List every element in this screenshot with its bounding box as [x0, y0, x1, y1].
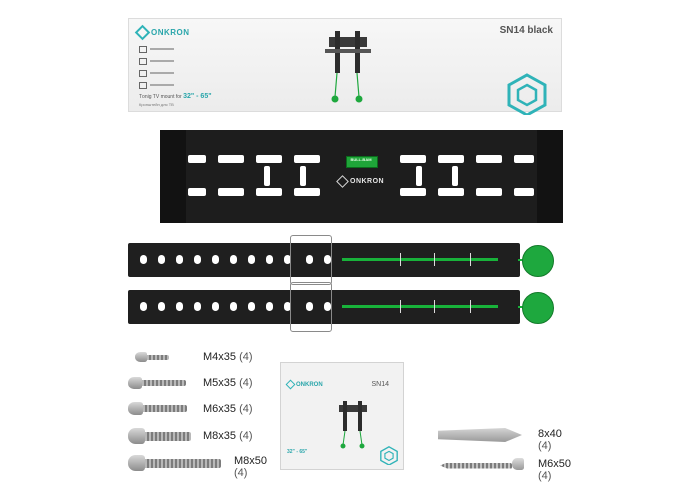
screw-label: M4x35 (4) — [203, 351, 253, 363]
arm-green-line — [342, 258, 498, 261]
screw-label: M6x35 (4) — [203, 403, 253, 415]
plate-slot-vertical — [264, 166, 270, 186]
lag-bolt-label: M6x50(4) — [538, 458, 572, 482]
brand-diamond-icon — [285, 379, 296, 390]
brand-diamond-icon — [134, 24, 151, 41]
release-pull-tab — [522, 292, 554, 324]
plate-slot — [400, 155, 426, 163]
plate-slot — [514, 155, 534, 163]
arm-safety-wire — [290, 282, 332, 332]
screw-m8x35 — [128, 428, 191, 444]
plate-slot — [218, 188, 244, 196]
product-box: ONKRON SN14 black Тonig TV mount for 32"… — [128, 18, 562, 115]
bubble-level — [346, 156, 378, 168]
plate-brand-logo: ONKRON — [336, 175, 385, 188]
screw-m8x50 — [128, 455, 221, 471]
tv-arm-lower — [128, 282, 534, 332]
plate-slot-vertical — [300, 166, 306, 186]
plate-slot — [188, 188, 206, 196]
box-brand-name: ONKRON — [151, 28, 190, 37]
box-subtitle: Кронштейн для ТВ — [139, 102, 174, 107]
brand-cube-icon — [380, 446, 398, 465]
box-model-name: SN14 black — [499, 25, 553, 36]
brand-diamond-icon — [336, 175, 349, 188]
screw-m4x35 — [135, 352, 169, 362]
lag-bolt-m6x50 — [440, 458, 526, 470]
manual-mount-illustration — [339, 401, 367, 449]
arm-green-line — [342, 305, 498, 308]
plate-slot — [476, 155, 502, 163]
screen-size-icon — [139, 45, 147, 53]
arm-safety-wire — [290, 235, 332, 285]
screw-label: M8x50(4) — [234, 455, 268, 479]
bubble-level-label: BULL-BAM — [350, 157, 372, 162]
plate-slot — [400, 188, 426, 196]
screw-label: M5x35 (4) — [203, 377, 253, 389]
screw-m5x35 — [128, 377, 186, 389]
plate-slot — [294, 188, 320, 196]
box-mount-illustration — [325, 31, 371, 103]
tilt-icon — [139, 69, 147, 77]
manual-brand-name: ONKRON — [296, 381, 323, 388]
box-spec-list — [139, 43, 199, 91]
plate-slot — [476, 188, 502, 196]
manual-brand-logo: ONKRON — [285, 379, 323, 390]
manual-size-text: 32" - 65" — [287, 449, 308, 455]
wall-anchor-8x40 — [438, 428, 522, 442]
plate-slot — [514, 188, 534, 196]
plate-slot-vertical — [416, 166, 422, 186]
plate-slot — [438, 188, 464, 196]
plate-slot — [438, 155, 464, 163]
plate-slot-vertical — [452, 166, 458, 186]
tv-arm-upper — [128, 235, 534, 285]
plate-slot — [256, 155, 282, 163]
vesa-icon — [139, 81, 147, 89]
box-brand-logo: ONKRON — [134, 24, 190, 41]
weight-icon — [139, 57, 147, 65]
wall-plate: BULL-BAM ONKRON — [160, 130, 563, 223]
plate-slot — [256, 188, 282, 196]
plate-slot — [294, 155, 320, 163]
plate-brand-name: ONKRON — [350, 178, 385, 185]
plate-slot — [218, 155, 244, 163]
box-size-text: Тonig TV mount for 32" - 65" — [139, 93, 212, 100]
brand-cube-icon — [507, 73, 547, 115]
screw-m6x35 — [128, 402, 187, 415]
manual-model-name: SN14 — [371, 381, 389, 388]
instruction-manual: ONKRON SN14 32" - 65" — [280, 362, 404, 470]
release-pull-tab — [522, 245, 554, 277]
screw-label: M8x35 (4) — [203, 430, 253, 442]
plate-slot — [188, 155, 206, 163]
anchor-label: 8x40(4) — [538, 428, 562, 452]
